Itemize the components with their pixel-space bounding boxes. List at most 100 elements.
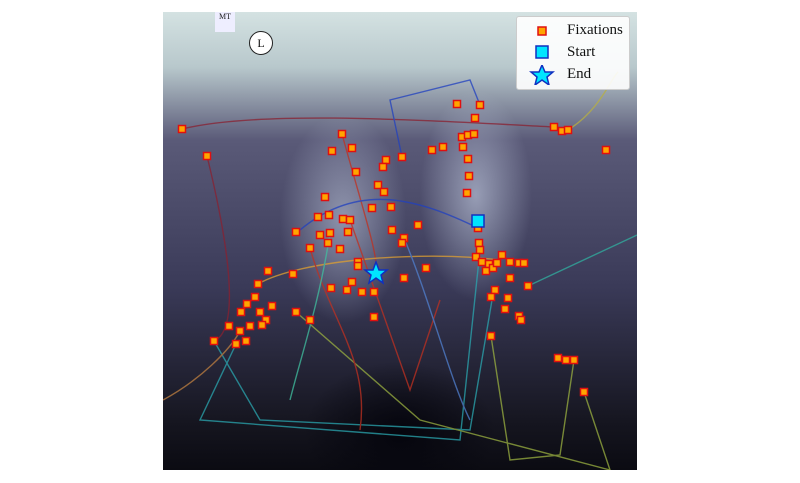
fixation-marker	[263, 266, 273, 276]
fixation-marker	[373, 180, 383, 190]
fixation-marker	[337, 129, 347, 139]
fixation-marker	[397, 152, 407, 162]
fixation-marker	[481, 266, 491, 276]
fixation-marker	[291, 227, 301, 237]
fixation-marker	[381, 155, 391, 165]
fixation-marker	[505, 257, 515, 267]
fixation-marker	[563, 125, 573, 135]
fixation-marker	[397, 238, 407, 248]
fixation-marker	[475, 100, 485, 110]
fixation-marker	[569, 355, 579, 365]
side-marker-label: L	[249, 31, 273, 55]
fixation-marker	[267, 301, 277, 311]
fixation-marker	[257, 320, 267, 330]
fixation-marker	[327, 146, 337, 156]
fixation-marker	[242, 299, 252, 309]
fixation-marker	[486, 292, 496, 302]
fixation-marker	[250, 292, 260, 302]
start-marker	[471, 214, 485, 228]
fixation-marker	[497, 250, 507, 260]
fixation-marker	[399, 273, 409, 283]
gaze-scanpath-overlay	[163, 71, 637, 470]
fixation-marker	[351, 167, 361, 177]
fixation-marker	[325, 228, 335, 238]
fixation-marker	[421, 263, 431, 273]
fixation-marker	[342, 285, 352, 295]
fixation-marker	[500, 304, 510, 314]
end-star-marker	[362, 259, 390, 285]
fixation-marker	[475, 245, 485, 255]
fixation-marker	[458, 142, 468, 152]
fixation-marker	[367, 203, 377, 213]
fixation-marker	[464, 171, 474, 181]
fixation-marker	[253, 279, 263, 289]
fixation-marker	[324, 210, 334, 220]
fixation-marker	[241, 336, 251, 346]
fixation-marker	[553, 353, 563, 363]
fixation-marker	[471, 252, 481, 262]
fixation-marker	[338, 214, 348, 224]
fixation-marker	[288, 269, 298, 279]
fixation-marker	[549, 122, 559, 132]
fixation-marker	[245, 321, 255, 331]
legend-item-end: End	[517, 65, 629, 85]
fixation-marker	[452, 99, 462, 109]
fixation-marker	[315, 230, 325, 240]
fixation-marker	[579, 387, 589, 397]
fixation-marker	[323, 238, 333, 248]
fixation-markers	[177, 99, 611, 397]
cyan-star-icon	[529, 65, 555, 85]
fixation-marker	[486, 331, 496, 341]
fixation-marker	[347, 277, 357, 287]
fixation-marker	[236, 307, 246, 317]
fixation-marker	[345, 215, 355, 225]
fixation-marker	[335, 244, 345, 254]
fixation-marker	[353, 261, 363, 271]
film-tag: MT	[215, 12, 235, 32]
fixation-marker	[519, 258, 529, 268]
fixation-marker	[320, 192, 330, 202]
fixation-marker	[305, 243, 315, 253]
fixation-marker	[561, 355, 571, 365]
fixation-marker	[255, 307, 265, 317]
fixation-marker	[305, 315, 315, 325]
fixation-marker	[369, 287, 379, 297]
fixation-marker	[177, 124, 187, 134]
fixation-marker	[516, 315, 526, 325]
fixation-marker	[438, 142, 448, 152]
fixation-marker	[326, 283, 336, 293]
fixation-marker	[427, 145, 437, 155]
fixation-marker	[492, 258, 502, 268]
fixation-marker	[523, 281, 533, 291]
fixation-marker	[386, 202, 396, 212]
fixation-marker	[503, 293, 513, 303]
fixation-marker	[378, 162, 388, 172]
fixation-marker	[224, 321, 234, 331]
fixation-marker	[231, 339, 241, 349]
fixation-marker	[463, 154, 473, 164]
fixation-marker	[462, 188, 472, 198]
fixation-marker	[474, 238, 484, 248]
fixation-marker	[505, 273, 515, 283]
fixation-marker	[413, 220, 423, 230]
fixation-marker	[387, 225, 397, 235]
fixation-marker	[470, 113, 480, 123]
fixation-marker	[379, 187, 389, 197]
cyan-square-icon	[535, 45, 549, 59]
fixation-marker	[490, 285, 500, 295]
fixation-marker	[347, 143, 357, 153]
legend-item-start: Start	[517, 43, 629, 63]
fixation-marker	[235, 326, 245, 336]
fixation-marker	[469, 129, 479, 139]
fixation-marker	[209, 336, 219, 346]
fixation-marker	[313, 212, 323, 222]
orange-square-icon	[537, 26, 547, 36]
fixation-marker	[477, 257, 487, 267]
legend: Fixations Start End	[516, 16, 630, 90]
fixation-marker	[343, 227, 353, 237]
fixation-marker	[291, 307, 301, 317]
fixation-marker	[202, 151, 212, 161]
fixation-marker	[369, 312, 379, 322]
legend-item-fixations: Fixations	[517, 21, 629, 41]
fixation-marker	[357, 287, 367, 297]
